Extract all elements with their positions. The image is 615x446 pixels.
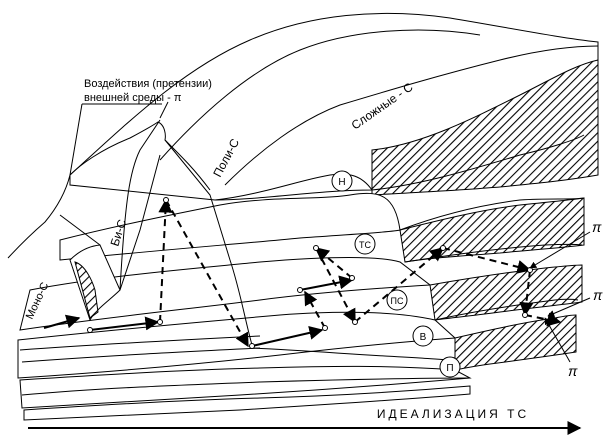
point bbox=[157, 319, 163, 325]
pi-label-1: π bbox=[592, 219, 602, 235]
env-label-line2: внешней среды - π bbox=[84, 92, 182, 104]
dash-arrow-1 bbox=[158, 198, 173, 323]
point bbox=[249, 343, 255, 349]
arrow-1 bbox=[43, 314, 81, 329]
circle-ps: ПС bbox=[386, 289, 408, 311]
point bbox=[322, 325, 328, 331]
circle-v: В bbox=[412, 325, 434, 347]
svg-text:ПС: ПС bbox=[391, 296, 404, 306]
circle-n: Н bbox=[331, 170, 353, 192]
svg-text:ТС: ТС bbox=[359, 240, 371, 250]
idealization-axis: ИДЕАЛИЗАЦИЯ ТС bbox=[28, 407, 582, 435]
dash-arrow-2 bbox=[165, 199, 249, 348]
arrow-2 bbox=[89, 316, 160, 331]
svg-text:В: В bbox=[420, 332, 427, 343]
env-label-line1: Воздействия (претензии) bbox=[84, 78, 212, 90]
point bbox=[522, 312, 528, 318]
svg-text:П: П bbox=[446, 363, 453, 374]
dash-arrow-5 bbox=[315, 247, 356, 324]
pi-label-3: π bbox=[568, 363, 578, 379]
point bbox=[313, 245, 319, 251]
dash-arrow-3 bbox=[304, 290, 326, 329]
dash-arrow-7 bbox=[442, 247, 532, 274]
layer-3 bbox=[19, 243, 583, 331]
point bbox=[297, 287, 303, 293]
layer-2 bbox=[59, 134, 585, 263]
left-wedges bbox=[59, 119, 161, 322]
dash-arrow-9 bbox=[524, 312, 562, 327]
arrow-3 bbox=[251, 325, 324, 347]
point bbox=[163, 197, 169, 203]
pi-label-2: π bbox=[593, 287, 603, 303]
circle-p: П bbox=[439, 356, 461, 378]
layer-bottom bbox=[19, 335, 472, 421]
circle-ts: ТС bbox=[354, 233, 376, 255]
stage-circles: Н ТС ПС В П bbox=[331, 170, 461, 378]
environment-outline bbox=[7, 101, 253, 346]
svg-text:Н: Н bbox=[338, 177, 345, 188]
dash-arrow-8 bbox=[519, 269, 534, 317]
point bbox=[349, 275, 355, 281]
trajectory-points bbox=[87, 197, 533, 349]
axis-label: ИДЕАЛИЗАЦИЯ ТС bbox=[377, 407, 529, 421]
trajectory bbox=[43, 197, 562, 349]
point bbox=[87, 327, 93, 333]
dash-arrow-4 bbox=[314, 247, 353, 279]
point bbox=[440, 245, 446, 251]
point bbox=[352, 319, 358, 325]
layer-complex bbox=[69, 12, 599, 201]
pi-arrows bbox=[529, 231, 591, 363]
point bbox=[527, 267, 533, 273]
arrow-4 bbox=[299, 275, 354, 291]
